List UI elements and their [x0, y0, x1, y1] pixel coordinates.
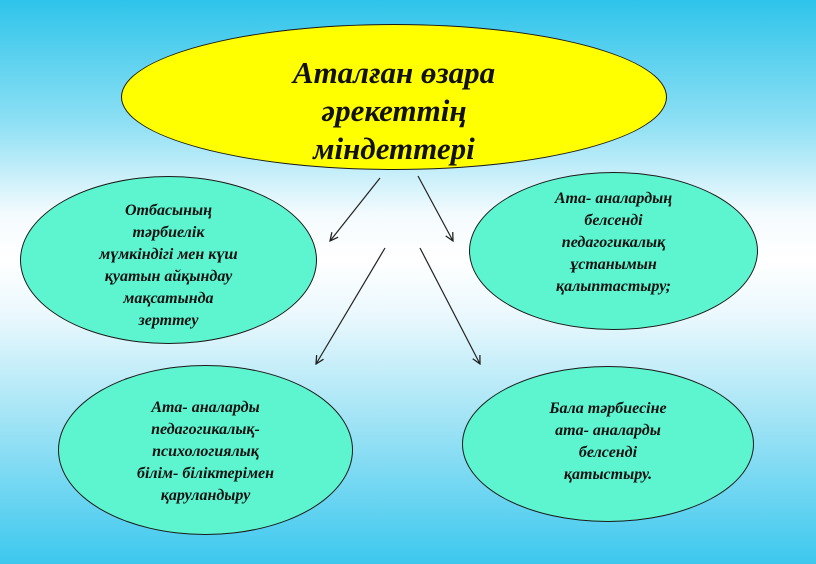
node-text: Бала тәрбиесіне ата- аналарды белсенді қ…	[549, 398, 666, 486]
node-line: білім- біліктерімен	[136, 465, 275, 482]
node-text: Ата- аналардың белсенді педагогикалық ұс…	[555, 188, 672, 298]
node-line: Бала тәрбиесіне	[549, 400, 667, 417]
node-line: Ата- аналардың	[554, 190, 673, 207]
node-line: қаруландыру	[160, 487, 251, 504]
node-line: қатыстыру.	[563, 466, 653, 483]
arrow-to-bottom-left	[316, 247, 386, 364]
arrow-to-top-right	[417, 175, 453, 241]
title-line: міндеттері	[313, 131, 475, 166]
node-line: педагогикалық	[561, 234, 666, 251]
node-line: тәрбиелік	[132, 224, 205, 241]
node-line: зерттеу	[138, 312, 199, 329]
task-node-parent-involvement: Бала тәрбиесіне ата- аналарды белсенді қ…	[462, 366, 754, 522]
task-node-parent-position: Ата- аналардың белсенді педагогикалық ұс…	[469, 172, 758, 330]
node-line: мүмкіндігі мен күш	[99, 246, 238, 263]
title-line: әрекеттің	[321, 93, 467, 128]
node-line: белсенді	[584, 212, 643, 229]
node-line: белсенді	[578, 444, 638, 461]
node-line: педагогикалық-	[151, 421, 260, 438]
central-title-ellipse: Аталған өзара әрекеттің міндеттері	[121, 24, 667, 170]
arrow-to-top-left	[330, 177, 381, 241]
node-line: ата- аналарды	[555, 422, 661, 439]
central-title-text: Аталған өзара әрекеттің міндеттері	[293, 54, 495, 168]
node-line: Отбасының	[124, 202, 213, 219]
task-node-family-research: Отбасының тәрбиелік мүмкіндігі мен күш қ…	[20, 176, 317, 344]
node-text: Ата- аналарды педагогикалық- психологиял…	[137, 397, 274, 507]
task-node-parent-knowledge: Ата- аналарды педагогикалық- психологиял…	[58, 365, 353, 535]
node-line: мақсатында	[123, 290, 214, 307]
node-line: қалыптастыру;	[555, 278, 672, 295]
title-line: Аталған өзара	[292, 55, 496, 90]
node-line: ұстанымын	[570, 256, 657, 273]
node-line: қуатын айқындау	[104, 268, 233, 285]
node-line: психологиялық	[152, 443, 259, 460]
node-line: Ата- аналарды	[151, 399, 260, 416]
arrow-to-bottom-right	[419, 247, 480, 364]
node-text: Отбасының тәрбиелік мүмкіндігі мен күш қ…	[99, 200, 237, 332]
